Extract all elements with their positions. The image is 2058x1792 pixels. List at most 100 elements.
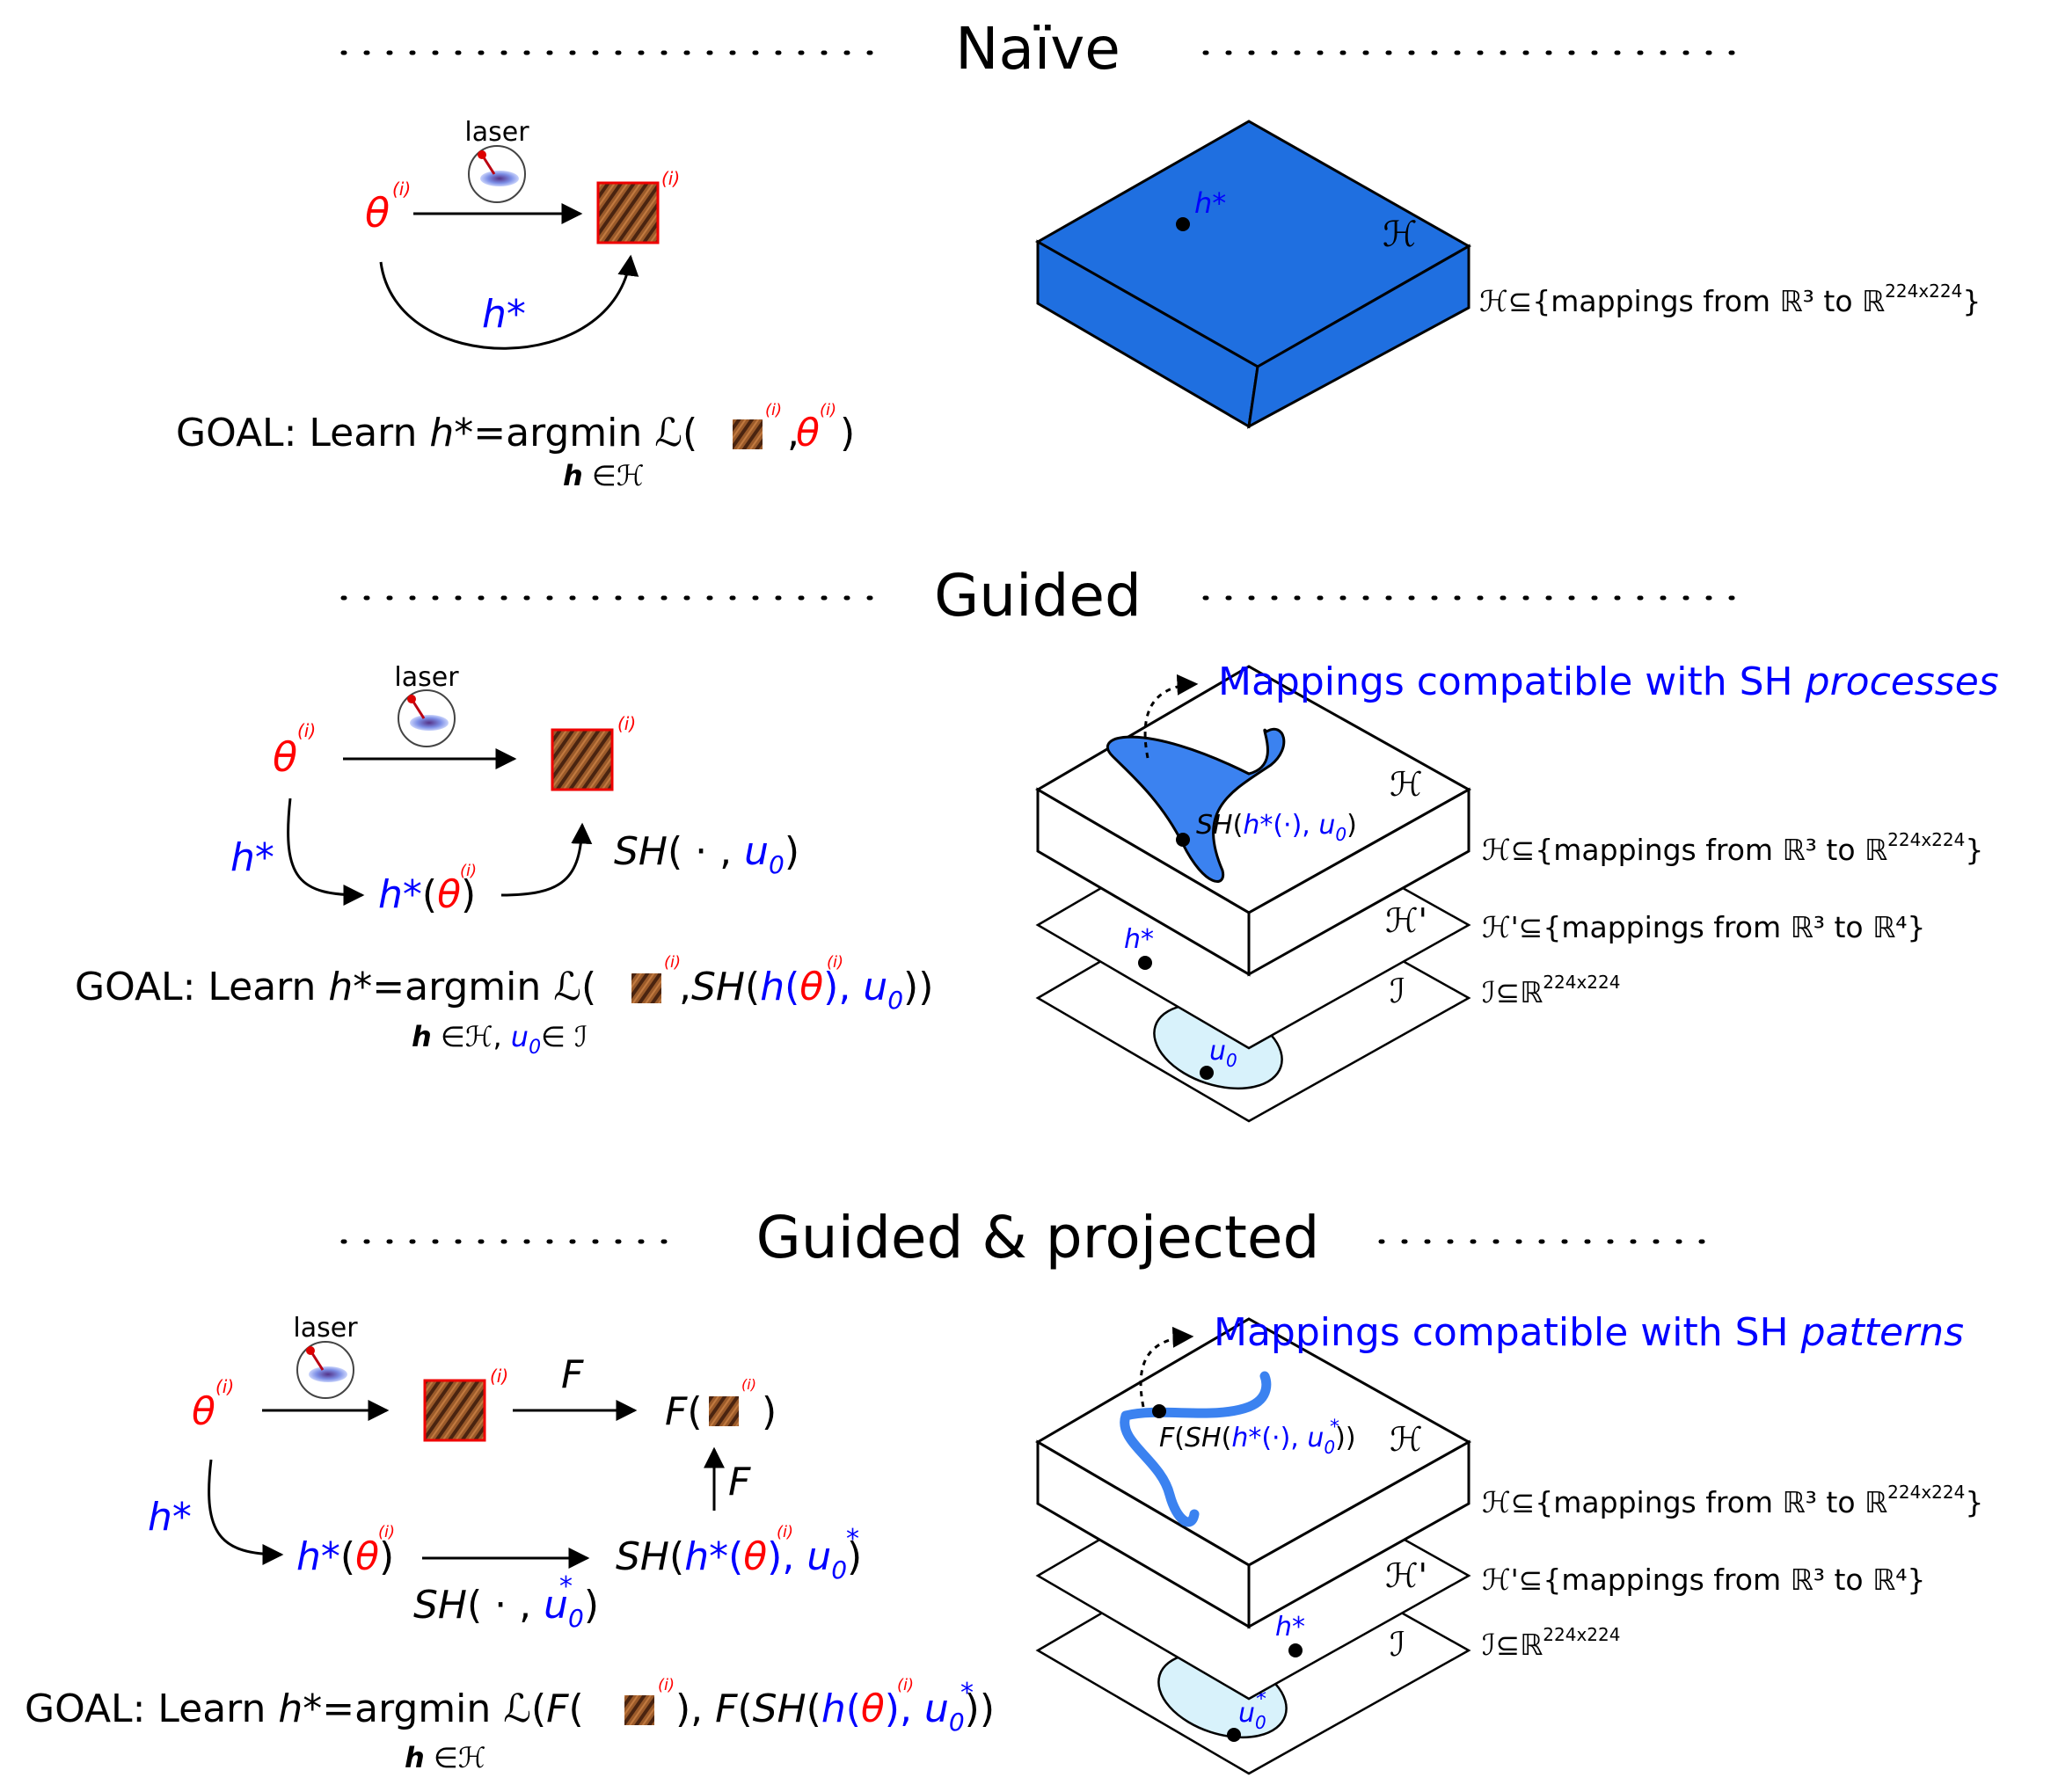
h-star-of-theta: h*(θ) [296,1534,394,1579]
laser-pattern-icon [296,1341,354,1399]
goal-h-star: h* [429,411,473,455]
surface-pattern-thumbnail-icon [624,1695,654,1725]
laser-pattern-icon [468,145,526,203]
slab-right [1247,787,1471,977]
space-H-prime-label: ℋ' [1385,901,1427,940]
goal-argmin: =argmin [473,411,654,455]
space-H-label: ℋ [1390,765,1423,804]
space-H-prime-definition: ℋ'⊆{mappings from ℝ³ to ℝ⁴} [1482,1563,1925,1597]
svg-text:(i): (i) [617,713,636,734]
naive-diagram: laser θ (i) (i) h* [365,117,680,350]
laser-label: laser [464,117,529,148]
theta-superscript: (i) [392,178,411,200]
space-H-label: ℋ [1390,1420,1423,1459]
space-J-label: ℐ [1390,1625,1405,1664]
goal-subscript: h ∈ℋ [563,459,644,492]
f-sh-h-star-point-label: F(SH(h*(·), u0)) [1159,1423,1356,1458]
callout-arrow [1139,1326,1194,1408]
pattern-superscript: (i) [661,168,680,189]
h-star-label: h* [230,835,274,880]
svg-text:*: * [846,1524,859,1555]
h-star-point-label: h* [1275,1612,1305,1643]
section-title-naive: Naïve [955,15,1120,83]
h-star-down-arrow [208,1459,284,1565]
surface-pattern-thumbnail-icon [423,1379,486,1442]
section-title-projected: Guided & projected [756,1204,1320,1271]
theta-symbol: θ [192,1389,215,1434]
slab-right [1247,244,1471,429]
svg-text:*: * [960,1678,974,1708]
svg-text:(i): (i) [827,953,843,972]
goal-loss: ℒ [654,411,682,455]
space-J-definition: ℐ⊆ℝ224x224 [1482,1624,1620,1662]
surface-pattern-thumbnail-icon [709,1396,739,1426]
callout-processes: Mappings compatible with SH processes [1218,659,1999,704]
svg-text:(i): (i) [741,1376,756,1393]
guided-diagram: laser θ (i) (i) h* h*(θ) (i) SH( · , u0) [230,662,799,917]
theta-symbol: θ [273,733,297,781]
guided-spaces: u0 ℐ h* ℋ' SH(h*(·), u0) ℋ Mappings comp… [1035,659,1999,1123]
svg-text:(i): (i) [378,1523,395,1541]
space-J-definition: ℐ⊆ℝ224x224 [1482,972,1620,1009]
svg-text:(i): (i) [460,862,477,880]
svg-text:GOAL: Learn h*=argmin ℒ(: GOAL: Learn h*=argmin ℒ( [75,965,596,1009]
svg-text:(i): (i) [820,401,836,419]
space-H-definition: ℋ⊆{mappings from ℝ³ to ℝ224x224} [1479,280,1981,318]
sh-h-star-point [1176,833,1190,847]
h-star-down-arrow [287,798,365,906]
sh-h-star-point-label: SH(h*(·), u0) [1196,810,1357,845]
naive-goal-equation: GOAL: Learn h*=argmin ℒ( (i) , θ (i) ) h… [176,401,855,492]
svg-text:(i): (i) [897,1676,914,1694]
laser-label: laser [394,662,459,693]
guided-goal-equation: GOAL: Learn h*=argmin ℒ( (i) ,SH(h(θ), u… [75,953,933,1059]
sh-operator-label: SH( · , u0) [413,1583,599,1633]
svg-text:(i): (i) [765,401,782,419]
slab-right [1247,1439,1471,1629]
h-star-arc-arrow [379,254,639,350]
svg-text:(i): (i) [490,1366,508,1387]
h-star-point-label: h* [1124,924,1154,955]
section-title-guided: Guided [934,562,1142,630]
svg-text:*: * [559,1571,573,1602]
h-star-of-theta: h*(θ) [378,872,476,917]
theta-symbol: θ [365,189,390,237]
sh-of-h-star: SH(h*(θ), u0) [616,1534,862,1584]
svg-text:,SH(h(θ), u0)): ,SH(h(θ), u0)) [679,965,933,1015]
h-star-label: h* [148,1495,192,1540]
space-H-prime-label: ℋ' [1385,1556,1427,1595]
goal-prefix: GOAL: Learn [176,411,429,455]
svg-text:), F(SH(h(θ), u0)): ), F(SH(h(θ), u0)) [675,1686,995,1737]
callout-patterns: Mappings compatible with SH patterns [1214,1310,1964,1355]
projected-diagram: laser θ (i) (i) F F( (i) ) h* h*(θ) (i) … [148,1313,862,1633]
u0-point-label: u0 [1209,1036,1237,1071]
svg-text:(i): (i) [215,1376,234,1397]
u0-star-point-label: u0 [1238,1698,1266,1733]
u0-point [1200,1066,1214,1080]
f-up-arrow-label: F [728,1460,751,1504]
svg-text:*: * [1330,1417,1339,1439]
projected-goal-equation: GOAL: Learn h*=argmin ℒ(F( (i) ), F(SH(h… [25,1676,995,1774]
sh-operator-label: SH( · , u0) [614,829,799,879]
space-H-label: ℋ [1383,215,1418,255]
space-H-prime-definition: ℋ'⊆{mappings from ℝ³ to ℝ⁴} [1482,910,1925,944]
sh-arrow [500,822,593,897]
goal-theta: θ [796,411,820,455]
space-J-label: ℐ [1390,972,1405,1010]
space-H-definition: ℋ⊆{mappings from ℝ³ to ℝ224x224} [1482,829,1983,867]
surface-pattern-thumbnail-icon [596,181,660,244]
laser-label: laser [293,1313,358,1344]
callout-arrow [1143,674,1199,759]
f-of-pattern: F( [665,1389,702,1434]
laser-pattern-icon [398,689,456,747]
svg-text:): ) [762,1389,777,1434]
naive-hypothesis-space: h* ℋ ℋ⊆{mappings from ℝ³ to ℝ224x224} [1034,120,1981,429]
projected-spaces: u0 * ℐ h* ℋ' F(SH(h*(·), u0)) * ℋ Mappin… [1035,1310,1983,1775]
h-star-point [1176,217,1190,231]
goal-subscript: h ∈ℋ [405,1741,485,1774]
svg-text:GOAL: Learn h*=argmin ℒ(: GOAL: Learn h*=argmin ℒ( [176,411,697,455]
h-star-label: h* [482,292,526,337]
svg-text:(i): (i) [658,1676,675,1694]
surface-pattern-thumbnail-icon [733,419,763,449]
h-star-point-label: h* [1194,186,1226,220]
